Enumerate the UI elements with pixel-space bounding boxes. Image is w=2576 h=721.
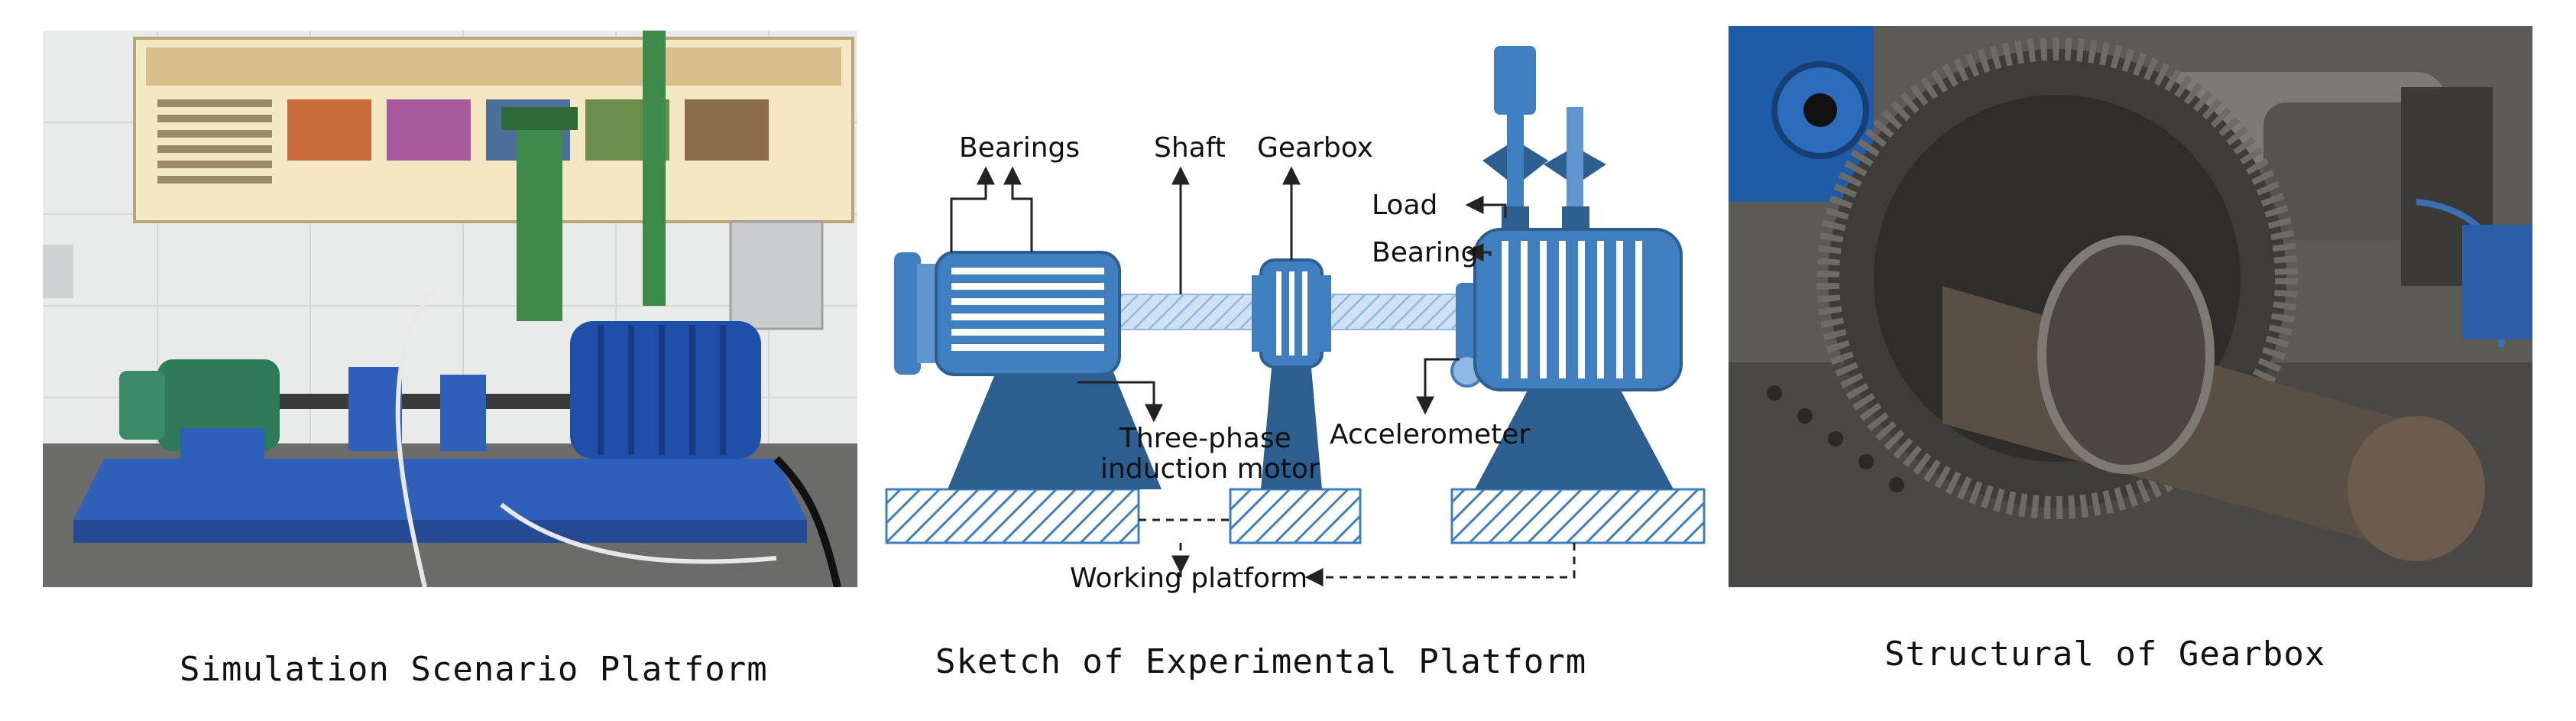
label-motor-line1: Three-phase xyxy=(1119,423,1291,454)
caption-simulation-platform: Simulation Scenario Platform xyxy=(180,650,768,689)
simulation-platform-photo xyxy=(43,31,857,587)
gearbox-support xyxy=(1261,359,1322,489)
platform-plate-mid xyxy=(1229,488,1362,544)
caption-experimental-sketch: Sketch of Experimental Platform xyxy=(935,642,1587,681)
platform-plate-right xyxy=(1450,488,1706,544)
motor-support xyxy=(948,359,1162,489)
label-accelerometer: Accelerometer xyxy=(1330,419,1530,450)
label-shaft: Shaft xyxy=(1154,132,1226,164)
label-working-platform: Working platform xyxy=(1070,563,1307,594)
gearbox-structure-photo xyxy=(1729,26,2532,587)
label-bearings: Bearings xyxy=(959,132,1080,164)
platform-plate-left xyxy=(885,488,1140,544)
output-shaft-end xyxy=(2348,416,2485,561)
label-bearing: Bearing xyxy=(1372,237,1478,268)
load-support xyxy=(1475,375,1674,489)
label-load: Load xyxy=(1372,190,1437,221)
label-motor-line2: induction motor xyxy=(1100,453,1320,485)
caption-gearbox-structure: Structural of Gearbox xyxy=(1884,635,2326,674)
label-gearbox: Gearbox xyxy=(1257,132,1373,164)
experimental-platform-sketch: Bearings Shaft Gearbox Load Bearing Acce… xyxy=(885,46,1706,594)
